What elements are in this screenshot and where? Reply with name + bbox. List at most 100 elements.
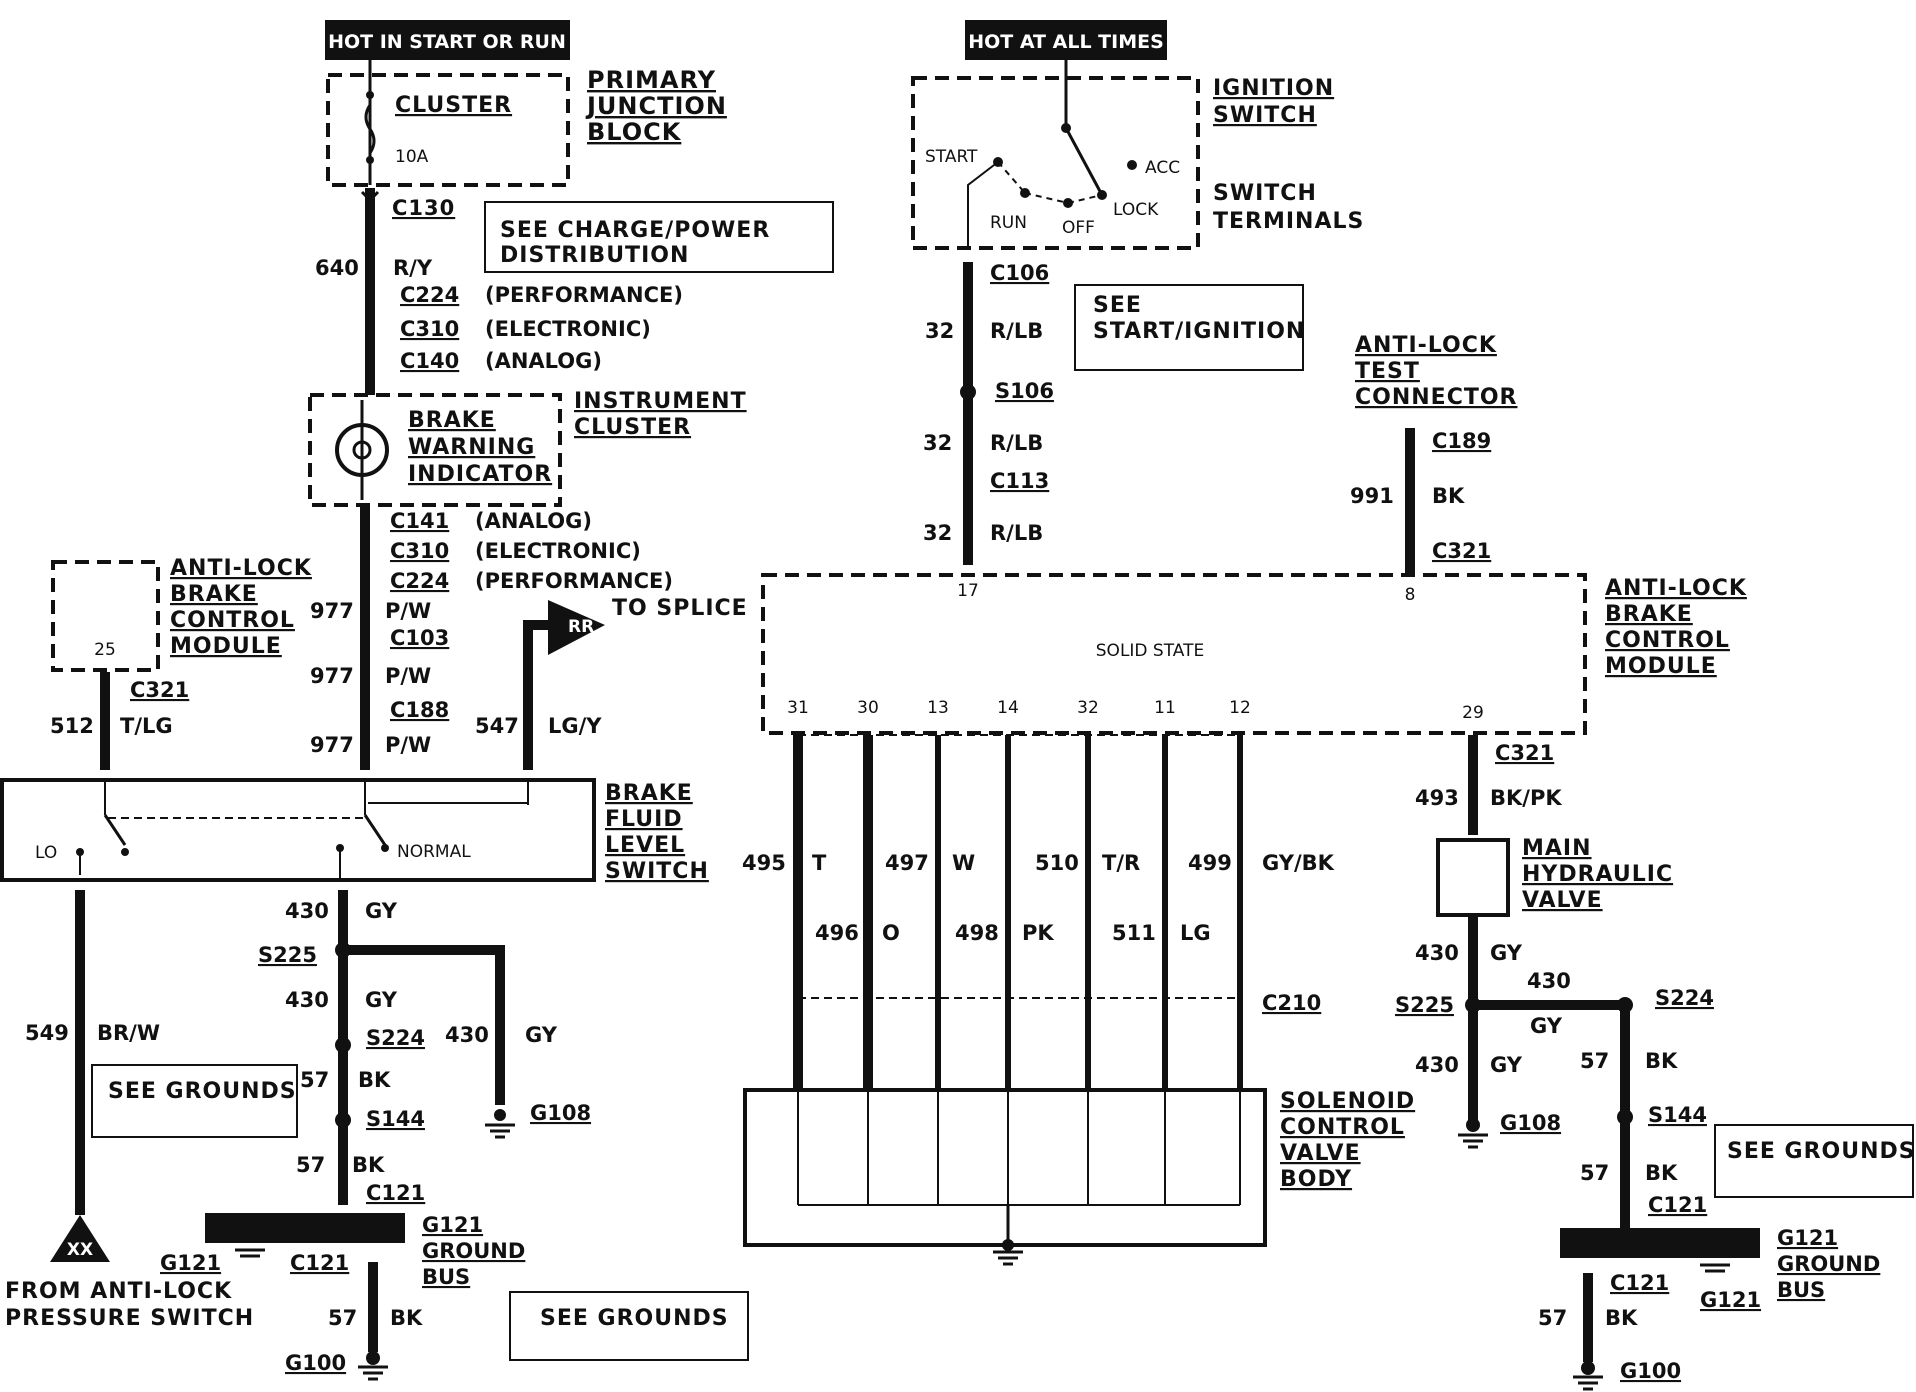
ground-g108-left: G108: [485, 1101, 591, 1139]
variant-analog-2: (ANALOG): [475, 509, 592, 533]
c189-label: C189: [1432, 429, 1491, 453]
wire-977-color-2: P/W: [385, 664, 431, 688]
c130-label: C130: [392, 196, 455, 220]
pin-30: 30: [857, 698, 879, 718]
g100-label-left: G100: [285, 1351, 346, 1375]
ground-icon: [235, 1248, 265, 1258]
wire-499-num: 499: [1188, 851, 1232, 875]
wire-511-color: LG: [1180, 921, 1211, 945]
abs-main-title-1: ANTI-LOCK: [1605, 576, 1747, 601]
note-start-2: START/IGNITION: [1093, 319, 1305, 344]
wire-499-color: GY/BK: [1262, 851, 1335, 875]
s106-label: S106: [995, 379, 1054, 403]
abs-small-title-1: ANTI-LOCK: [170, 556, 312, 581]
wire-430-color-2: GY: [365, 988, 398, 1012]
wire-32-color-3: R/LB: [990, 521, 1043, 545]
solenoid-wires: 495 T 496 O 497 W 498 PK 510 T/R 511 LG …: [742, 734, 1335, 1090]
indicator-3: INDICATOR: [408, 462, 552, 487]
ground-bus-title-1: GROUND: [422, 1239, 525, 1263]
c121-label-left-2: C121: [290, 1251, 349, 1275]
wire-430-color-6: GY: [1490, 1053, 1523, 1077]
g108-label-left: G108: [530, 1101, 591, 1125]
abs-small-title-4: MODULE: [170, 634, 282, 659]
cluster-title-2: CLUSTER: [574, 415, 691, 440]
wire-430-color-1: GY: [365, 899, 398, 923]
ground-icon: [1573, 1375, 1603, 1391]
g121-label-right-2: G121: [1700, 1288, 1761, 1312]
pin-8: 8: [1405, 585, 1416, 605]
wire-57-color-1: BK: [358, 1068, 391, 1092]
note-start-ignition: SEE START/IGNITION: [1074, 284, 1305, 371]
ign-title-2: SWITCH: [1213, 103, 1317, 128]
wire-497-color: W: [952, 851, 975, 875]
wire-977-color-1: P/W: [385, 599, 431, 623]
s224-label-right: S224: [1655, 986, 1714, 1010]
c224-label: C224: [400, 283, 459, 307]
g121-label-right-1: G121: [1777, 1226, 1838, 1250]
pos-off: OFF: [1062, 218, 1095, 238]
wire-512-num: 512: [50, 714, 94, 738]
abs-small-pin: 25: [94, 640, 116, 660]
bfls-title-4: SWITCH: [605, 859, 709, 884]
wire-547: RR TO SPLICE 547 LG/Y: [475, 596, 747, 770]
solid-state-label: SOLID STATE: [1096, 641, 1204, 661]
wire-430-left: 430 GY S225 430 GY 430 GY S224 57 BK S14…: [258, 890, 558, 1205]
cluster-title-1: INSTRUMENT: [574, 389, 747, 414]
ground-icon: [485, 1123, 515, 1139]
c188-label: C188: [390, 698, 449, 722]
pjb-title-3: BLOCK: [587, 118, 682, 146]
note-charge-1: SEE CHARGE/POWER: [500, 218, 770, 243]
s225-label-left: S225: [258, 943, 317, 967]
ground-icon: [358, 1365, 388, 1381]
ignition-switch: START RUN OFF LOCK ACC IGNITION SWITCH S…: [911, 60, 1364, 250]
valve-title-3: VALVE: [1522, 888, 1603, 913]
wire-495-color: T: [812, 851, 827, 875]
wire-57-num-1: 57: [300, 1068, 329, 1092]
wire-430-color-3: GY: [525, 1023, 558, 1047]
sol-title-3: VALVE: [1280, 1141, 1361, 1166]
g108-label-right: G108: [1500, 1111, 1561, 1135]
wire-640: C130 640 R/Y C224 (PERFORMANCE) C310 (EL…: [315, 188, 683, 395]
g121-label-left-2: G121: [422, 1213, 483, 1237]
variant-electronic: (ELECTRONIC): [485, 317, 651, 341]
test-conn-2: TEST: [1355, 359, 1420, 384]
sol-title-4: BODY: [1280, 1167, 1352, 1192]
fuse-rating: 10A: [395, 147, 429, 167]
wire-640-color: R/Y: [393, 256, 433, 280]
abs-module-main: 17 8 SOLID STATE 31 30 13 14 32 11 12 29…: [761, 573, 1747, 735]
rr-label: RR: [568, 617, 594, 637]
c121-label-left-1: C121: [366, 1181, 425, 1205]
wire-430-num-5: 430: [1527, 969, 1571, 993]
xx-label: XX: [67, 1240, 93, 1260]
see-grounds-label-1: SEE GROUNDS: [108, 1079, 297, 1104]
wire-512: C321 512 T/LG: [50, 672, 189, 770]
ground-icon: [1700, 1263, 1730, 1273]
pjb-title-1: PRIMARY: [587, 66, 716, 94]
wire-57-color-6: BK: [1605, 1306, 1638, 1330]
valve-title-1: MAIN: [1522, 836, 1592, 861]
abs-module-small: 25 ANTI-LOCK BRAKE CONTROL MODULE: [51, 556, 312, 672]
pin-12: 12: [1229, 698, 1251, 718]
test-conn-1: ANTI-LOCK: [1355, 333, 1497, 358]
ground-bus-right-1: GROUND: [1777, 1252, 1880, 1276]
note-charge-2: DISTRIBUTION: [500, 243, 689, 268]
note-charge-power: SEE CHARGE/POWER DISTRIBUTION: [484, 201, 834, 273]
wire-549: XX 549 BR/W FROM ANTI-LOCK PRESSURE SWIT…: [5, 890, 253, 1331]
c141-label: C141: [390, 509, 449, 533]
wire-549-color: BR/W: [97, 1021, 160, 1045]
fuse-icon: [364, 104, 376, 154]
abs-main-title-4: MODULE: [1605, 654, 1717, 679]
ground-bus-right: G121 GROUND BUS G121 C121 57 BK G100: [1538, 1226, 1880, 1391]
banner-label-right: HOT AT ALL TIMES: [968, 31, 1164, 53]
c224-label-2: C224: [390, 569, 449, 593]
wire-430-num-4: 430: [1415, 941, 1459, 965]
ign-terminals-2: TERMINALS: [1213, 209, 1364, 234]
wire-32-color-1: R/LB: [990, 319, 1043, 343]
wire-57-color-5: BK: [1645, 1161, 1678, 1185]
wire-510-num: 510: [1035, 851, 1079, 875]
see-grounds-label-2: SEE GROUNDS: [540, 1306, 729, 1331]
pjb-title-2: JUNCTION: [585, 92, 727, 120]
sol-title-1: SOLENOID: [1280, 1089, 1415, 1114]
s144-label-right: S144: [1648, 1103, 1707, 1127]
note-start-1: SEE: [1093, 293, 1142, 318]
